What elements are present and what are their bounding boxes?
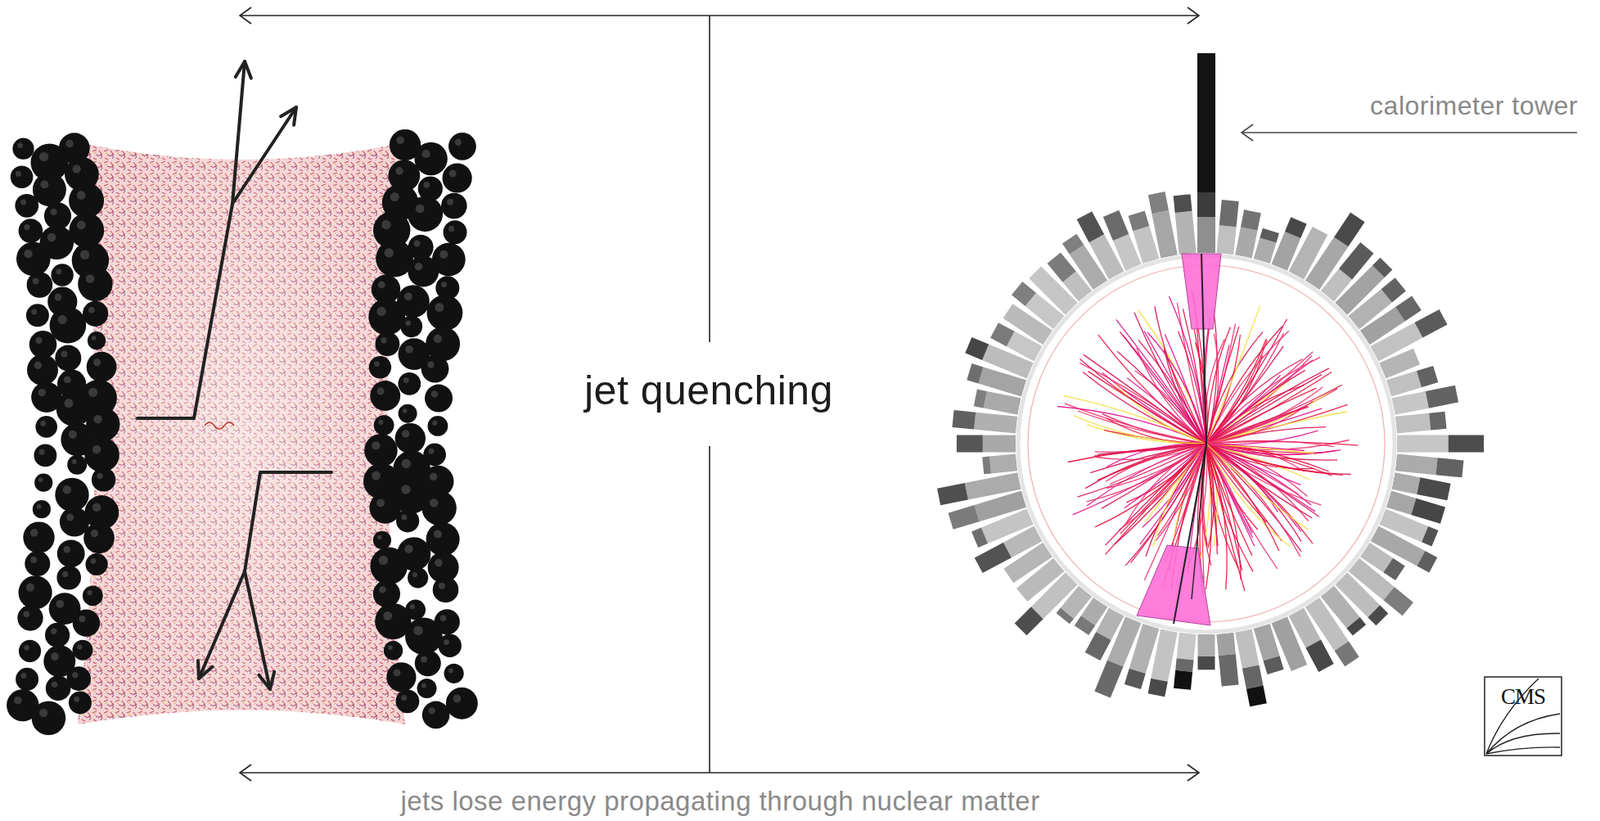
logo-text: CMS (1500, 684, 1546, 710)
callout-label: calorimeter tower (1370, 90, 1578, 122)
bracket-caption: jets lose energy propagating through nuc… (400, 785, 1040, 817)
event-display (937, 53, 1484, 707)
leader-arrow (1241, 124, 1578, 141)
cms-logo (1484, 676, 1562, 756)
qgp-illustration (6, 61, 478, 735)
central-label: jet quenching (584, 367, 834, 415)
bracket-lines (239, 7, 1199, 781)
